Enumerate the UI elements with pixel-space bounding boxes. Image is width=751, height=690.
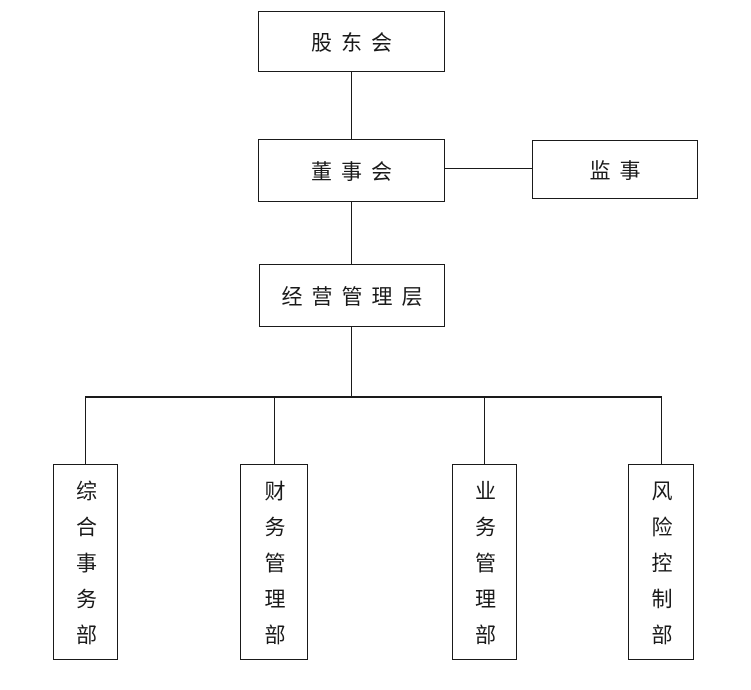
node-general-affairs-dept: 综合事务部: [53, 464, 118, 660]
node-supervisor: 监事: [532, 140, 698, 199]
node-label: 业务管理部: [472, 479, 497, 660]
node-label: 股东会: [311, 30, 401, 55]
node-finance-management-dept: 财务管理部: [240, 464, 308, 660]
node-label: 综合事务部: [73, 479, 98, 660]
connector-departments-bus: [85, 396, 662, 398]
node-label: 董事会: [311, 159, 401, 184]
node-board-of-directors: 董事会: [258, 139, 445, 202]
connector-board-management: [351, 202, 352, 264]
connector-drop-general-affairs: [85, 397, 86, 464]
node-risk-control-dept: 风险控制部: [628, 464, 694, 660]
node-business-management-dept: 业务管理部: [452, 464, 517, 660]
connector-drop-business: [484, 397, 485, 464]
node-label: 经营管理层: [281, 284, 432, 309]
node-label: 监事: [589, 158, 650, 183]
node-label: 风险控制部: [649, 479, 673, 660]
connector-drop-risk-control: [661, 397, 662, 464]
connector-management-stem: [351, 327, 352, 396]
connector-drop-finance: [274, 397, 275, 464]
connector-shareholders-board: [351, 72, 352, 139]
connector-board-supervisor: [445, 168, 532, 169]
node-label: 财务管理部: [262, 479, 286, 660]
node-management-level: 经营管理层: [259, 264, 445, 327]
node-shareholders-meeting: 股东会: [258, 11, 445, 72]
